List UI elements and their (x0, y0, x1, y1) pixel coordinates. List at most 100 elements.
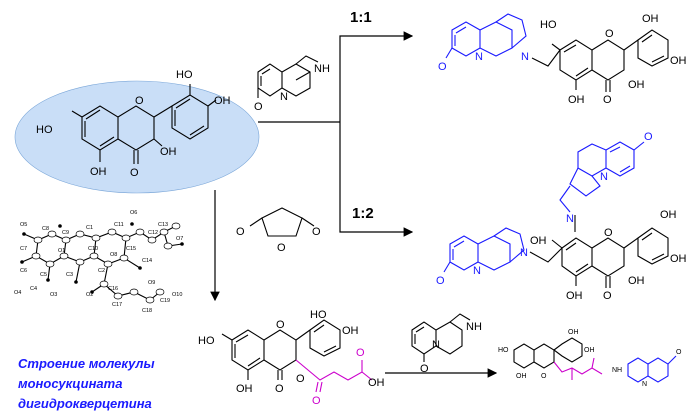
svg-text:C11: C11 (114, 222, 124, 228)
svg-text:N: N (642, 381, 647, 388)
svg-text:N: N (566, 213, 574, 225)
svg-text:O: O (276, 319, 285, 331)
svg-text:HO: HO (540, 19, 557, 31)
svg-text:N: N (280, 91, 288, 103)
svg-text:O: O (130, 167, 139, 179)
svg-text:C6: C6 (20, 268, 27, 274)
svg-text:O: O (603, 94, 612, 106)
svg-text:O3: O3 (50, 292, 57, 298)
svg-text:O: O (275, 383, 284, 395)
svg-text:O8: O8 (110, 252, 117, 258)
dihydroquercetin-molecule: O O HO OH OH HO OH (36, 69, 231, 179)
ratio-1-1-label: 1:1 (350, 9, 372, 26)
svg-text:OH: OH (584, 347, 595, 354)
svg-text:C10: C10 (88, 246, 98, 252)
svg-text:O: O (541, 373, 547, 380)
svg-text:C7: C7 (20, 246, 27, 252)
svg-text:O4: O4 (14, 290, 21, 296)
cytisine-reagent-bottom: O N NH (411, 313, 482, 375)
svg-text:C17: C17 (112, 302, 122, 308)
svg-text:OH: OH (530, 235, 547, 247)
svg-text:O: O (436, 275, 445, 287)
svg-text:O7: O7 (176, 236, 183, 242)
svg-text:OH: OH (160, 146, 177, 158)
svg-text:O5: O5 (20, 222, 27, 228)
svg-text:O: O (438, 61, 447, 73)
svg-text:O: O (356, 347, 365, 359)
cytisine-reagent: O N NH (254, 55, 330, 113)
svg-text:O10: O10 (172, 292, 182, 298)
svg-text:C2: C2 (98, 268, 105, 274)
salt-product: HO OH O OH OH NH N O (498, 329, 682, 388)
svg-text:O: O (236, 226, 245, 238)
svg-text:OH: OH (642, 13, 659, 25)
svg-text:O: O (604, 227, 613, 239)
svg-text:N: N (432, 339, 440, 351)
svg-text:HO: HO (198, 335, 215, 347)
svg-text:Строение молекулы: Строение молекулы (18, 356, 155, 371)
caption: Строение молекулы моносукцината дигидрок… (18, 356, 155, 411)
svg-text:C16: C16 (108, 286, 118, 292)
svg-text:C5: C5 (40, 272, 47, 278)
svg-text:O6: O6 (130, 210, 137, 216)
svg-text:O2: O2 (86, 292, 93, 298)
svg-text:OH: OH (516, 373, 527, 380)
svg-text:OH: OH (670, 253, 687, 265)
product-1-2: O N N O N N O OH OH O OH OH OH (436, 131, 687, 302)
svg-text:O: O (277, 242, 286, 254)
svg-text:C15: C15 (126, 246, 136, 252)
svg-text:N: N (600, 171, 608, 183)
svg-text:O: O (605, 28, 614, 40)
svg-text:C18: C18 (142, 308, 152, 314)
svg-text:C14: C14 (142, 258, 152, 264)
svg-text:O: O (420, 363, 429, 375)
svg-text:C1: C1 (86, 225, 93, 231)
svg-text:OH: OH (90, 166, 107, 178)
svg-text:OH: OH (214, 95, 231, 107)
svg-text:OH: OH (236, 383, 253, 395)
svg-text:OH: OH (368, 377, 385, 389)
svg-text:N: N (475, 51, 483, 63)
svg-text:HO: HO (176, 69, 193, 81)
svg-text:N: N (521, 51, 529, 63)
svg-text:OH: OH (342, 325, 359, 337)
svg-text:O: O (296, 373, 305, 385)
svg-text:O: O (312, 226, 321, 238)
svg-text:дигидрокверцетина: дигидрокверцетина (18, 396, 152, 411)
svg-text:N: N (473, 265, 481, 277)
svg-text:OH: OH (568, 329, 579, 336)
svg-text:C3: C3 (66, 272, 73, 278)
svg-text:C19: C19 (160, 298, 170, 304)
svg-text:O: O (603, 290, 612, 302)
svg-text:N: N (520, 247, 528, 259)
svg-text:C13: C13 (158, 222, 168, 228)
svg-text:O: O (312, 395, 321, 407)
svg-text:NH: NH (612, 367, 622, 374)
product-1-1: O N N O HO OH O OH OH OH (438, 13, 687, 106)
svg-text:OH: OH (660, 209, 677, 221)
svg-text:C8: C8 (42, 226, 49, 232)
svg-text:O: O (676, 349, 682, 356)
svg-text:HO: HO (36, 124, 53, 136)
svg-text:O9: O9 (148, 280, 155, 286)
svg-text:OH: OH (566, 290, 583, 302)
svg-text:C12: C12 (148, 230, 158, 236)
crystal-structure: O5 C8 C9 C1 C11 O6 C12 C13 O7 C7 C6 O1 C… (14, 210, 184, 314)
svg-text:NH: NH (466, 321, 482, 333)
svg-text:моносукцината: моносукцината (18, 376, 122, 391)
svg-text:NH: NH (314, 63, 330, 75)
highlight-ellipse (14, 80, 260, 194)
svg-text:HO: HO (498, 347, 509, 354)
svg-text:OH: OH (628, 275, 645, 287)
svg-text:OH: OH (568, 94, 585, 106)
svg-text:O: O (644, 131, 653, 143)
svg-text:O1: O1 (58, 248, 65, 254)
ratio-1-2-label: 1:2 (352, 205, 374, 222)
monosuccinate-molecule: O HO OH O O HO OH O O OH (198, 309, 385, 407)
svg-text:OH: OH (670, 55, 687, 67)
succinic-anhydride-reagent: O O O (236, 207, 321, 254)
svg-text:HO: HO (310, 309, 327, 321)
svg-text:C9: C9 (62, 230, 69, 236)
svg-text:O: O (254, 101, 263, 113)
